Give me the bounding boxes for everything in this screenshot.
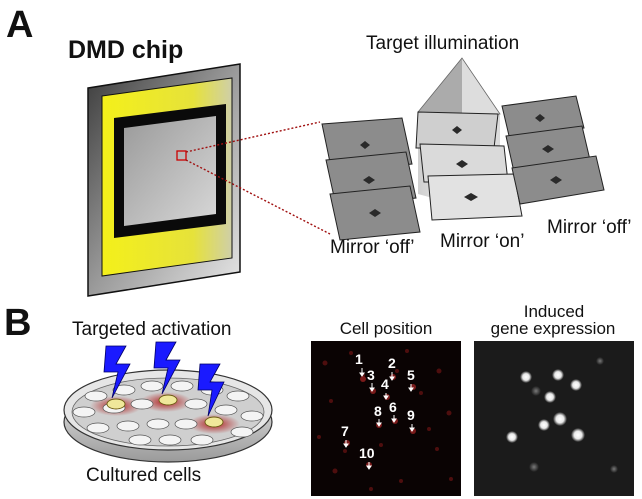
zoom-lines	[185, 121, 331, 235]
panel-a-letter: A	[6, 4, 34, 46]
mirror-on-label: Mirror ‘on’	[440, 231, 525, 252]
cell-label-8: 8	[374, 403, 382, 419]
cell-label-10: 10	[359, 445, 375, 461]
cell-label-2: 2	[388, 355, 396, 371]
cell-position-label: Cell position	[339, 319, 433, 338]
targeted-activation-label: Targeted activation	[72, 319, 232, 340]
panel-a-diagram	[87, 57, 605, 297]
induced-expression-image	[474, 341, 634, 496]
target-illumination-label: Target illumination	[366, 33, 520, 54]
cell-label-7: 7	[341, 423, 349, 439]
mirror-off-right-label: Mirror ‘off’	[547, 217, 632, 238]
cell-label-5: 5	[407, 367, 415, 383]
cell-label-3: 3	[367, 367, 375, 383]
cell-label-1: 1	[355, 351, 363, 367]
mirror-off-left-label: Mirror ‘off’	[330, 237, 415, 258]
induced-label-line2: gene expression	[490, 319, 616, 338]
lightning-bolts	[103, 341, 225, 417]
cell-number-labels: 1 2 3 4 5 6 7 8 9 10	[311, 341, 461, 496]
dmd-chip	[87, 63, 241, 297]
cell-label-4: 4	[381, 376, 389, 392]
panel-b-letter: B	[4, 302, 32, 344]
induced-label-line1: Induced	[523, 302, 585, 321]
cell-label-6: 6	[389, 399, 397, 415]
mirror-spots	[360, 114, 562, 217]
culture-dish-illustration	[63, 341, 273, 463]
cultured-cells-label: Cultured cells	[86, 465, 202, 486]
cell-position-image	[311, 341, 461, 496]
cell-label-9: 9	[407, 407, 415, 423]
dmd-chip-title: DMD chip	[68, 36, 184, 64]
cell-label-arrows	[343, 368, 415, 470]
